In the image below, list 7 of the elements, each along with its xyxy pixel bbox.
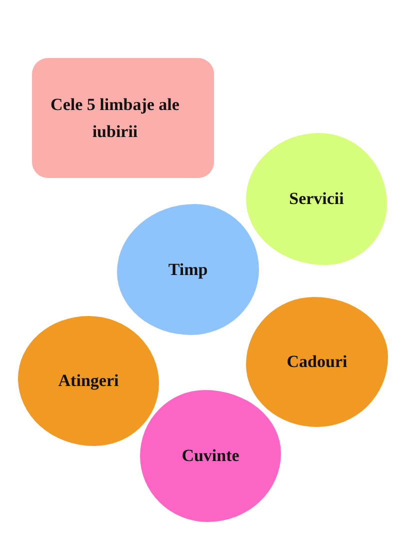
node-label: Cadouri	[286, 351, 348, 374]
node-label: Timp	[168, 258, 208, 281]
node-label: Cele 5 limbaje ale iubirii	[50, 94, 180, 143]
node-label: Atingeri	[58, 370, 119, 392]
node-label: Cuvinte	[182, 445, 240, 468]
title-box	[32, 58, 214, 178]
node-label: Servicii	[289, 188, 344, 210]
